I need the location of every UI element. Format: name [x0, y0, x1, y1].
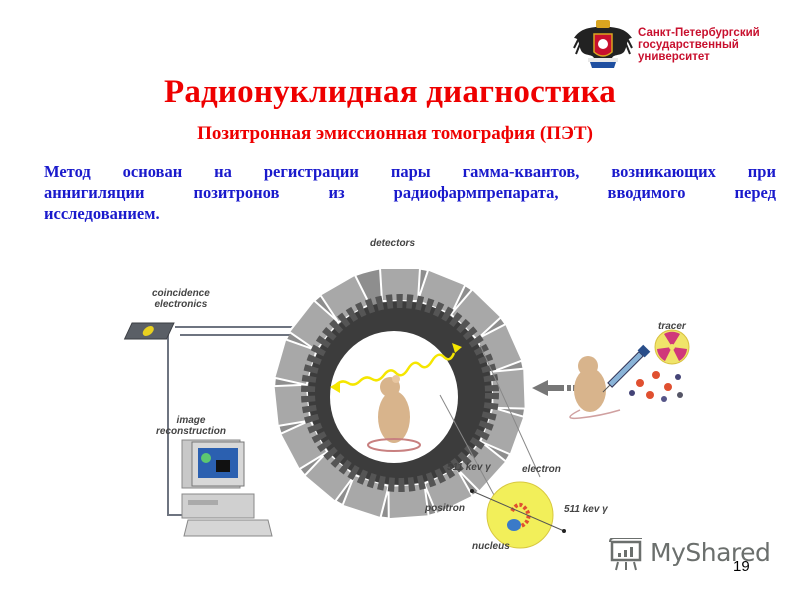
computer [181, 439, 273, 537]
annihilation-atom [439, 344, 566, 549]
pet-diagram-graphic [123, 267, 690, 549]
label-positron: positron [425, 503, 465, 514]
myshared-watermark: MyShared [608, 537, 771, 572]
university-name: Санкт-Петербургский государственный унив… [638, 27, 760, 63]
label-coincidence-electronics: coincidence electronics [152, 288, 210, 310]
slide-number: 19 [733, 558, 750, 575]
detector-ring [272, 267, 527, 521]
pet-scanner-diagram: detectors coincidence electronics image … [120, 235, 710, 560]
label-tracer: tracer [658, 321, 686, 332]
syringe-icon [602, 344, 651, 393]
label-detectors: detectors [370, 238, 416, 249]
presentation-board-icon [609, 537, 642, 571]
double-headed-eagle-icon [573, 20, 633, 68]
tracer-mouse [569, 356, 621, 420]
body-paragraph: Метод основан на регистрации пары гамма-… [44, 161, 776, 224]
label-image-reconstruction: image reconstruction [156, 415, 226, 437]
mouse-in-scanner [367, 375, 421, 452]
label-coincidence-line-2: electronics [154, 299, 208, 310]
label-image-line-2: reconstruction [156, 426, 227, 437]
tracer-molecules [629, 371, 683, 402]
gamma-ray-path [335, 352, 456, 386]
arrow-left-icon [532, 380, 577, 396]
university-name-line-3: университет [638, 51, 710, 63]
watermark-text: MyShared [650, 538, 771, 567]
slide-title: Радионуклидная диагностика [163, 74, 617, 110]
label-coincidence-line-1: coincidence [152, 288, 210, 299]
label-511-kev-right: 511 kev γ [564, 504, 608, 515]
label-electron: electron [522, 464, 561, 475]
body-line-1: Метод основан на регистрации пары гамма-… [44, 162, 776, 181]
body-line-3: исследованием. [44, 204, 160, 223]
body-line-2: аннигиляции позитронов из радиофармпрепа… [44, 183, 776, 202]
label-511-kev-left: 511 kev γ [447, 462, 491, 473]
university-name-line-2: государственный [638, 39, 739, 51]
label-image-line-1: image [176, 415, 206, 426]
coincidence-chip [123, 322, 175, 340]
radiation-icon [654, 329, 690, 365]
university-name-line-1: Санкт-Петербургский [638, 27, 760, 39]
label-nucleus: nucleus [472, 541, 510, 552]
university-logo: Санкт-Петербургский государственный унив… [572, 18, 792, 74]
slide-subtitle: Позитронная эмиссионная томография (ПЭТ) [197, 123, 593, 144]
